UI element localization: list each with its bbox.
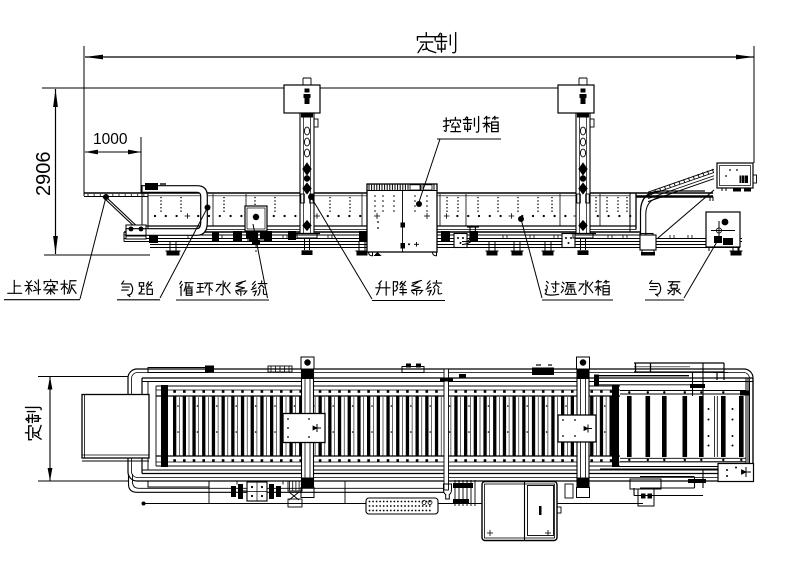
svg-text:2906: 2906	[33, 152, 55, 197]
svg-text:1000: 1000	[93, 131, 128, 148]
